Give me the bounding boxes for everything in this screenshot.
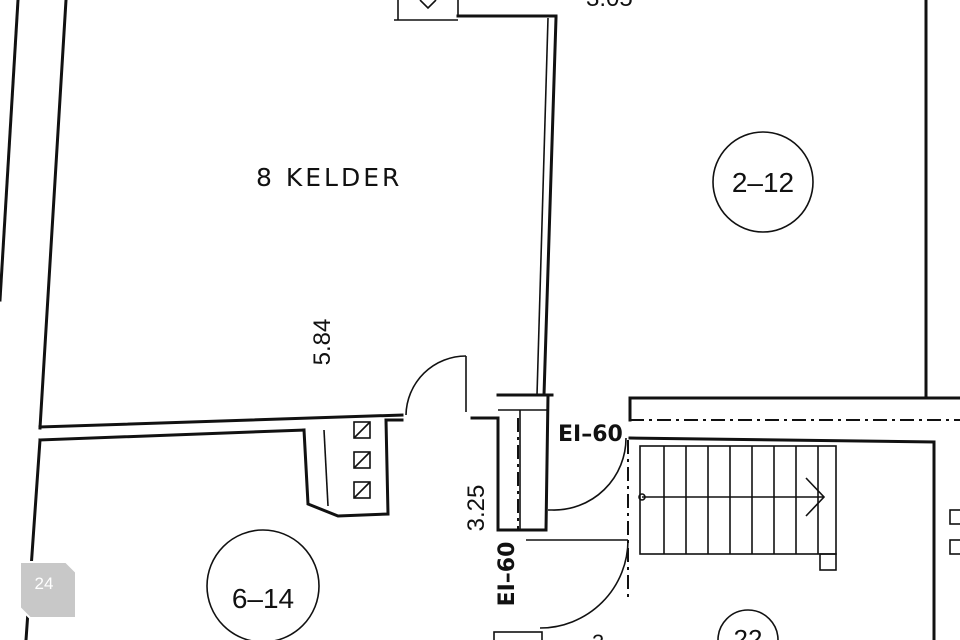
room-6-14-walls (24, 418, 404, 640)
page-badge-number: 24 (34, 574, 54, 593)
fire-rating-vertical: EI–60 (495, 542, 520, 607)
room-tag-circle-22 (717, 609, 779, 640)
page-badge-icon (19, 561, 77, 619)
room-tag-22: 22 (734, 624, 763, 640)
stair-zone (627, 396, 960, 640)
room-tag-circle-6-14 (206, 529, 320, 640)
lower-corridor (493, 631, 543, 640)
room-tag-circle-2-12 (712, 131, 814, 233)
room-2-12 (542, 0, 960, 400)
top-dimension: 3.05 (586, 0, 633, 12)
partial-dimension: 3 (592, 630, 604, 640)
staircase (638, 445, 837, 571)
left-outer-wall (0, 0, 20, 302)
vent-shafts (353, 421, 371, 499)
doors (405, 355, 629, 629)
kelder-room (38, 0, 558, 430)
corridor-dimension: 3.25 (463, 485, 490, 532)
room-tag-6-14: 6–14 (232, 583, 294, 614)
room-tag-2-12: 2–12 (732, 167, 794, 198)
kelder-dimension: 5.84 (309, 319, 336, 366)
fire-rating-horizontal: EI–60 (558, 422, 623, 447)
corridor-walls (470, 393, 550, 532)
kelder-room-label: 8 KELDER (256, 163, 402, 192)
right-edge-boxes (949, 509, 960, 555)
